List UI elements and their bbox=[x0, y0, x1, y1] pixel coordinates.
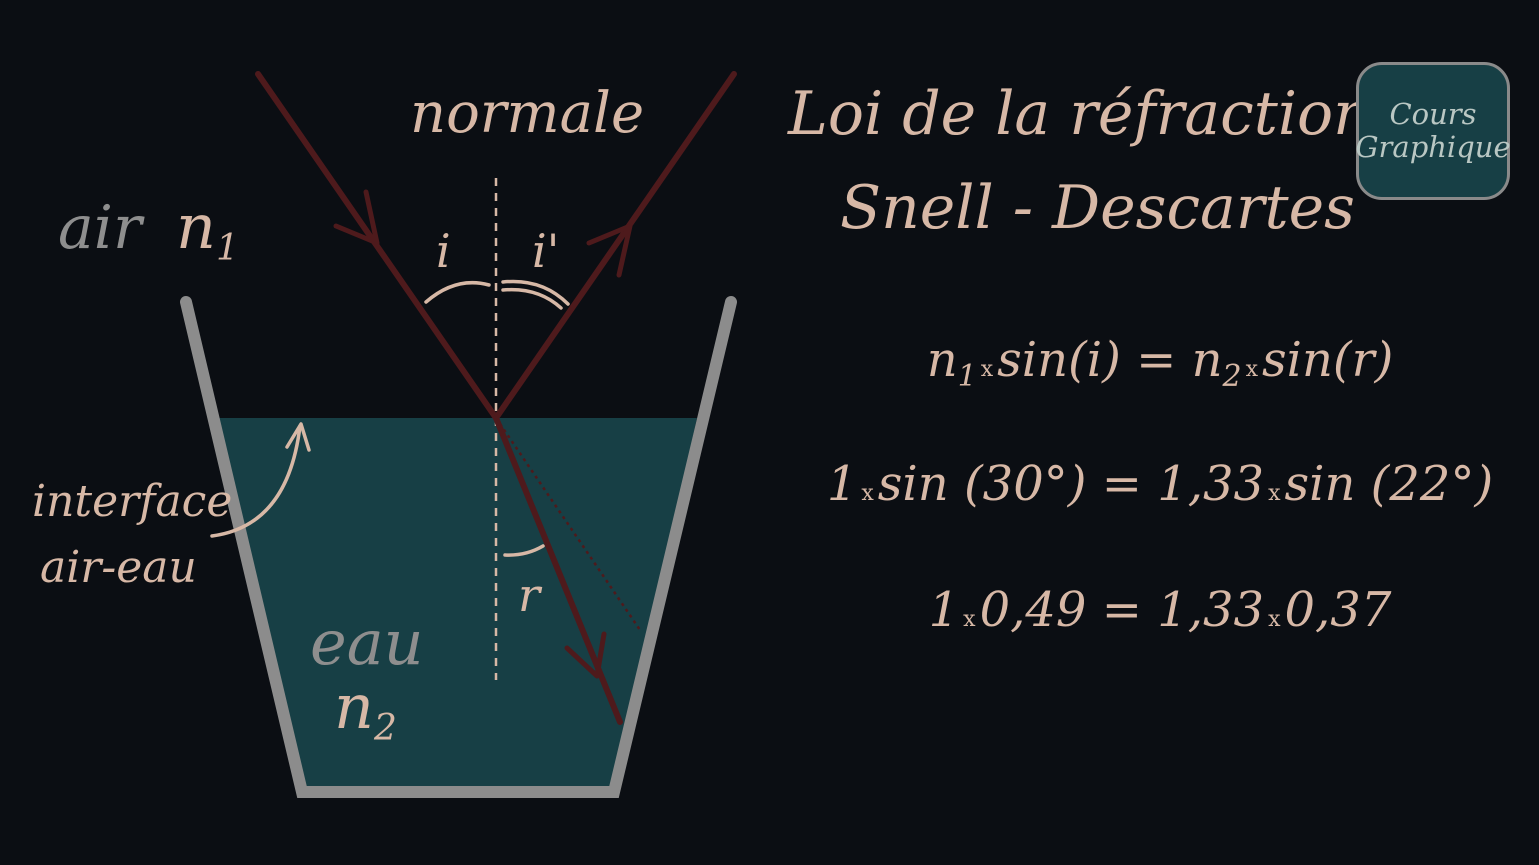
eq3-left: 0,49 = 1,33 bbox=[979, 582, 1265, 638]
interface-label-line1: interface bbox=[32, 476, 233, 527]
n2-label: n2 bbox=[334, 676, 397, 747]
angle-r-label: r bbox=[518, 568, 540, 622]
logo-line1: Cours bbox=[1389, 96, 1477, 131]
eau-label: eau bbox=[310, 606, 424, 679]
eq2-times-2: x bbox=[1268, 481, 1281, 506]
page-title-line1: Loi de la réfraction de bbox=[788, 79, 1465, 149]
incident-ray-arrow bbox=[333, 189, 380, 246]
eq1-sin-i: sin(i) = bbox=[997, 332, 1192, 388]
eq1-sin-r: sin(r) bbox=[1262, 332, 1394, 388]
eq3-a: 1 bbox=[928, 582, 960, 638]
normale-label: normale bbox=[410, 81, 645, 146]
interface-pointer-arrowhead bbox=[285, 422, 311, 452]
eq2-left: sin (30°) = 1,33 bbox=[877, 456, 1265, 512]
interface-pointer-arrow bbox=[210, 424, 302, 538]
water-fill bbox=[219, 418, 697, 792]
incident-extension-line bbox=[494, 417, 642, 631]
eq2-a: 1 bbox=[826, 456, 858, 512]
eq1-n1-subscript: 1 bbox=[957, 359, 977, 394]
angle-r-arc bbox=[503, 544, 545, 557]
eq1-times-1: x bbox=[980, 357, 994, 382]
incident-ray bbox=[255, 71, 499, 421]
n2-label-subscript: 2 bbox=[373, 708, 397, 749]
eq1-times-2: x bbox=[1245, 357, 1258, 382]
eq1-n1: n bbox=[926, 332, 958, 388]
page-title-line2: Snell - Descartes bbox=[840, 173, 1355, 243]
angle-i-arc bbox=[424, 280, 491, 304]
eq3-right: 0,37 bbox=[1284, 582, 1392, 638]
reflected-ray-arrow bbox=[586, 223, 633, 278]
angle-i-prime-arc-inner bbox=[501, 287, 563, 310]
eq2-times-1: x bbox=[861, 481, 874, 506]
eq1-n2-subscript: 2 bbox=[1222, 359, 1242, 394]
refracted-ray-arrow bbox=[564, 631, 607, 679]
glass-outline bbox=[180, 296, 737, 798]
interface-label-line2: air-eau bbox=[40, 542, 197, 593]
angle-i-prime-arc-outer bbox=[501, 279, 570, 306]
air-label: air bbox=[58, 193, 142, 263]
logo-line2: Graphique bbox=[1355, 130, 1511, 164]
angle-i-prime-label: i' bbox=[532, 224, 560, 278]
n1-label-n: n bbox=[176, 190, 216, 263]
n2-label-n: n bbox=[334, 670, 374, 743]
n1-label-subscript: 1 bbox=[215, 228, 239, 269]
angle-i-label: i bbox=[436, 224, 451, 278]
reflected-ray bbox=[493, 71, 737, 421]
n1-label: n1 bbox=[176, 196, 239, 267]
eq3-times-2: x bbox=[1268, 607, 1281, 632]
eq3-times-1: x bbox=[963, 607, 976, 632]
eq2-right: sin (22°) bbox=[1284, 456, 1494, 512]
eq1-n2: n bbox=[1191, 332, 1223, 388]
cours-graphique-logo: Cours Graphique bbox=[1355, 62, 1511, 200]
